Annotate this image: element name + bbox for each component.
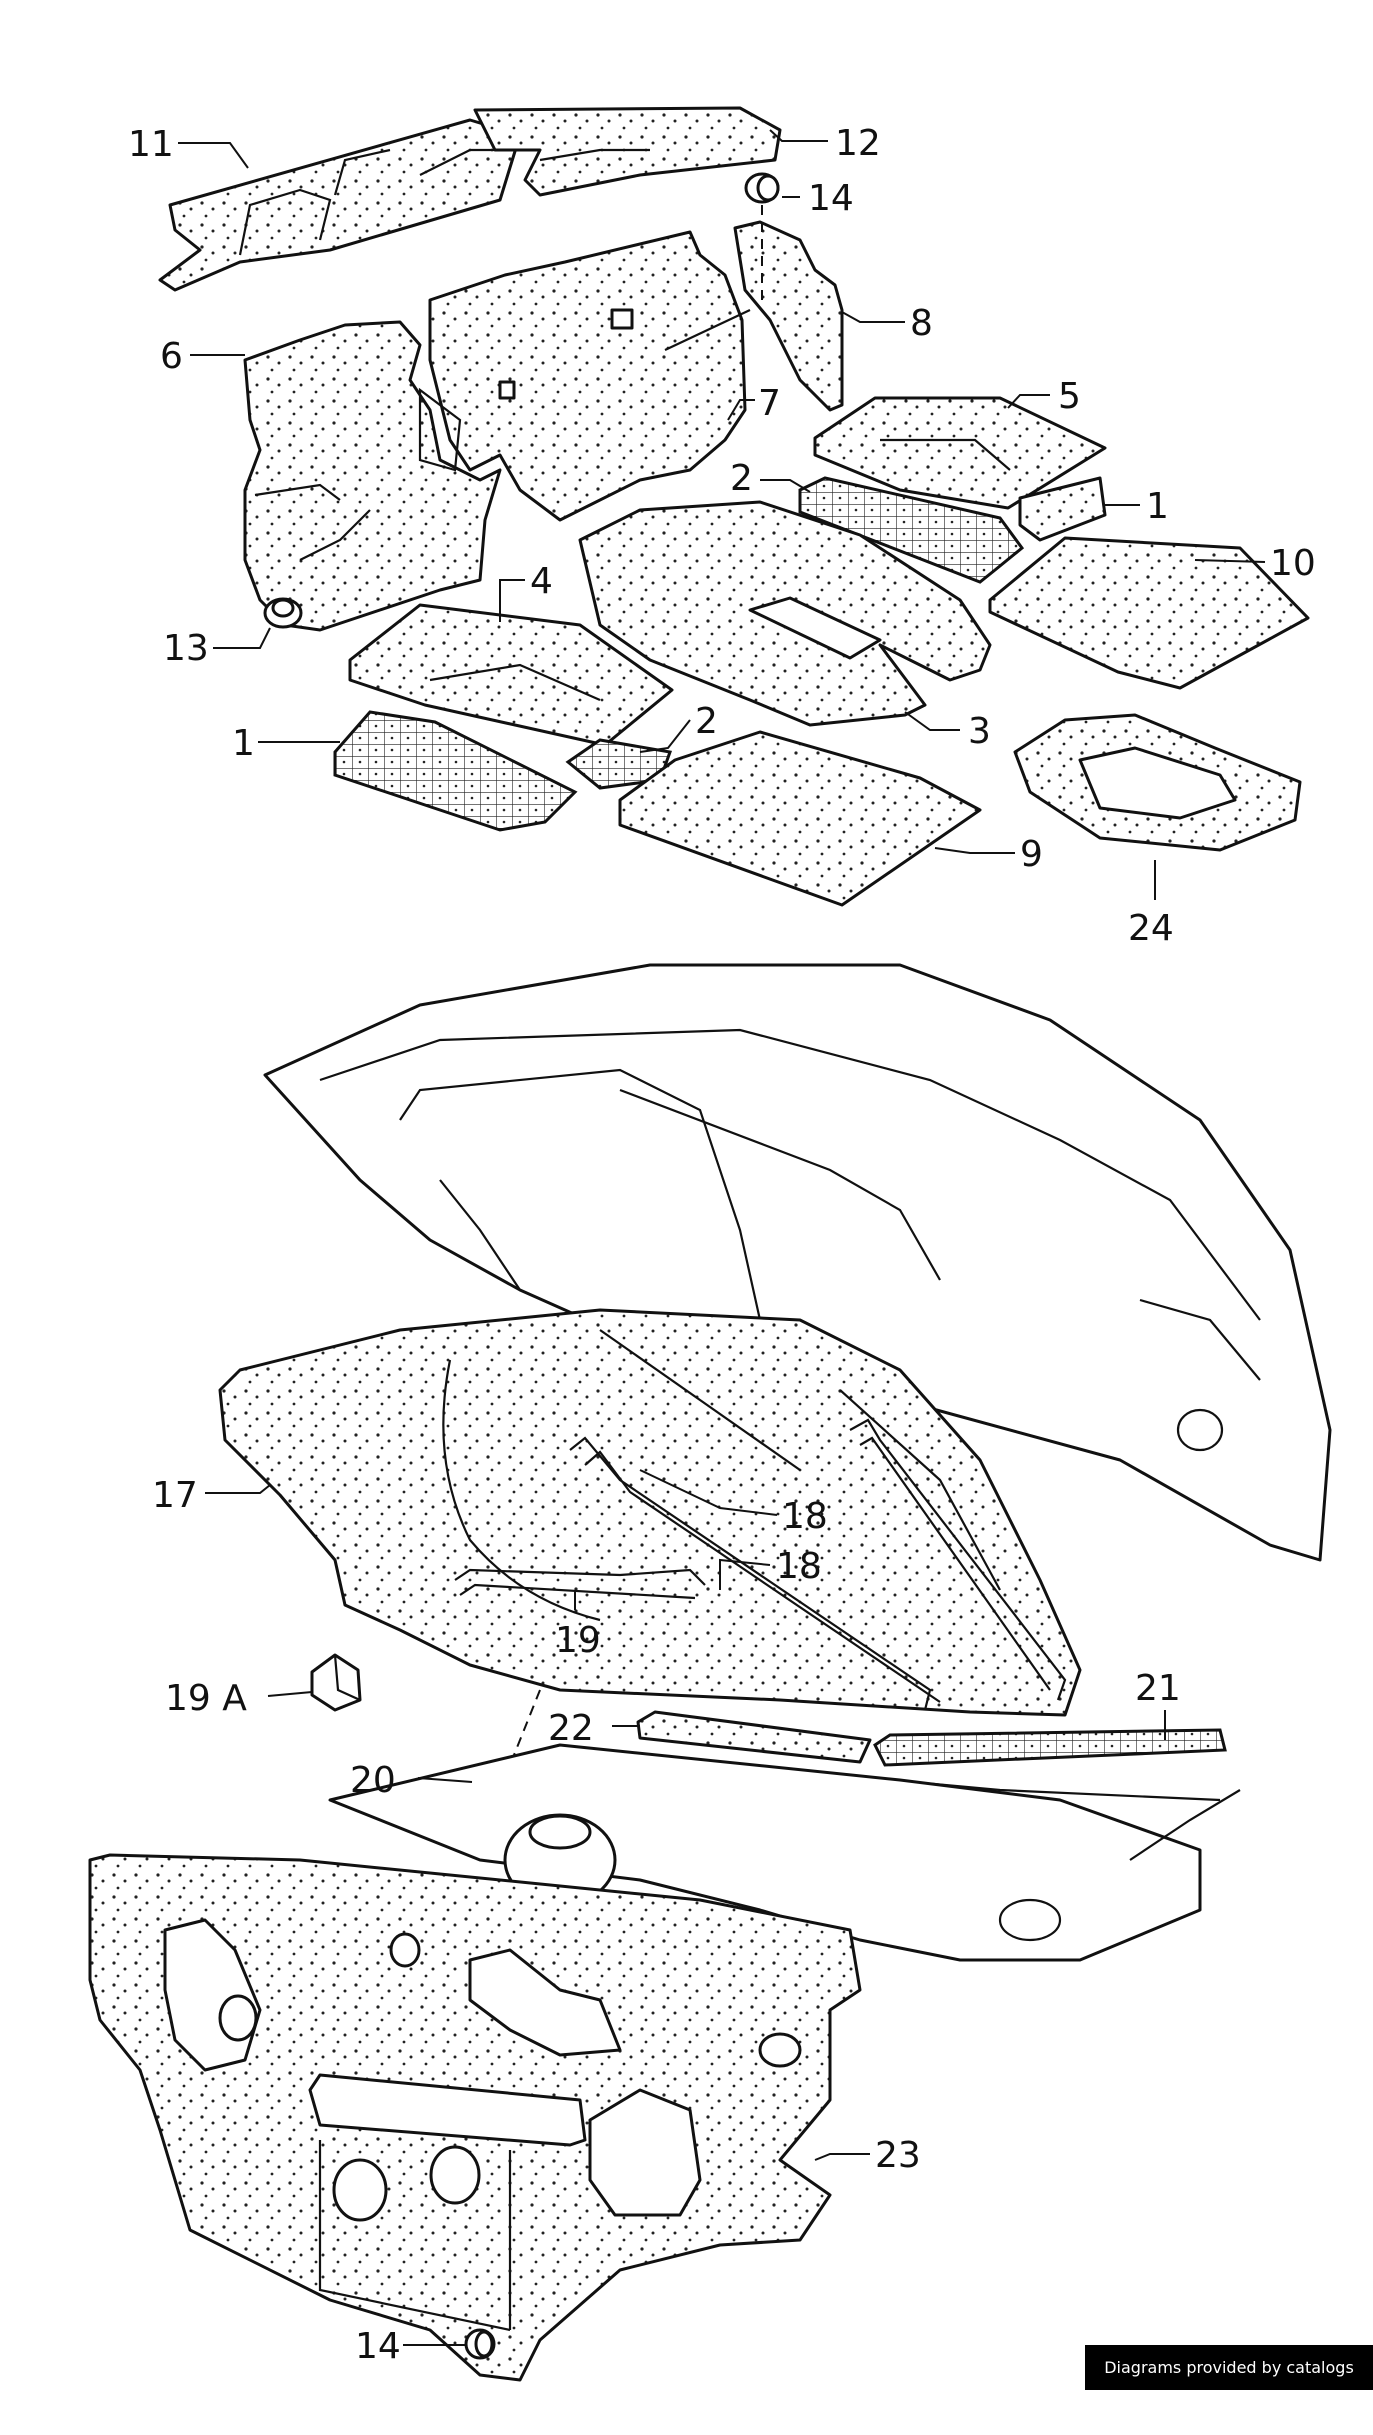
callout-labels: 11 12 14 8 6 7 5 2 1 10 4 13 1 2 3 9 24 … <box>128 123 1316 2367</box>
part-19-support-rod <box>454 1568 706 1600</box>
callout-24: 24 <box>1128 908 1174 949</box>
part-3-floor-panel <box>578 500 992 727</box>
part-19a-clip <box>310 1653 362 1712</box>
callout-2-left: 2 <box>695 701 718 742</box>
credit-banner: Diagrams provided by catalogs parts <box>1085 2345 1373 2422</box>
part-14-grommet-bottom <box>464 2328 496 2360</box>
callout-20: 20 <box>350 1760 396 1801</box>
callout-22: 22 <box>548 1708 594 1749</box>
part-17-hood-insulation <box>218 1308 1082 1717</box>
part-9-panel <box>618 730 982 907</box>
callout-14-top: 14 <box>808 178 854 219</box>
part-7-panel <box>418 230 751 522</box>
part-10-panel <box>988 536 1310 690</box>
part-12-insulation-panel <box>473 106 782 197</box>
callout-5: 5 <box>1058 376 1081 417</box>
part-8-side-panel <box>733 220 844 412</box>
part-5-panel <box>813 396 1107 510</box>
engine-bay-structure <box>328 1743 1241 1962</box>
part-18-support-rod-a <box>569 1436 941 1711</box>
callout-9: 9 <box>1020 834 1043 875</box>
callout-2-right: 2 <box>730 458 753 499</box>
part-23-firewall-insulation <box>88 1853 862 2382</box>
callout-12: 12 <box>835 123 881 164</box>
part-1-pad-left <box>333 710 578 832</box>
part-18-support-rod-b <box>849 1418 1067 1701</box>
part-22-seal-strip <box>636 1710 872 1764</box>
part-11-insulation-panel <box>158 118 522 292</box>
part-4-panel <box>348 603 674 747</box>
callout-4: 4 <box>530 561 553 602</box>
callout-19: 19 <box>555 1620 601 1661</box>
leader-lines <box>178 129 1266 2346</box>
part-6-panel <box>243 320 502 632</box>
callout-1-right: 1 <box>1146 486 1169 527</box>
callout-17: 17 <box>152 1475 198 1516</box>
callout-6: 6 <box>160 336 183 377</box>
callout-1-left: 1 <box>232 723 255 764</box>
callout-18-b: 18 <box>776 1546 822 1587</box>
callout-19a: 19 A <box>165 1678 247 1719</box>
callout-14-bottom: 14 <box>355 2326 401 2367</box>
callout-18-a: 18 <box>782 1496 828 1537</box>
hood-frame <box>263 963 1332 1562</box>
callout-11: 11 <box>128 124 174 165</box>
callout-23: 23 <box>875 2135 921 2176</box>
callout-8: 8 <box>910 303 933 344</box>
part-24-frame <box>1013 713 1302 852</box>
callout-7: 7 <box>758 383 781 424</box>
callout-13: 13 <box>163 628 209 669</box>
part-13-grommet <box>263 597 303 629</box>
callout-3: 3 <box>968 711 991 752</box>
callout-10: 10 <box>1270 543 1316 584</box>
callout-21: 21 <box>1135 1668 1181 1709</box>
part-14-grommet <box>744 172 780 204</box>
part-1-pad-right <box>1018 476 1107 542</box>
